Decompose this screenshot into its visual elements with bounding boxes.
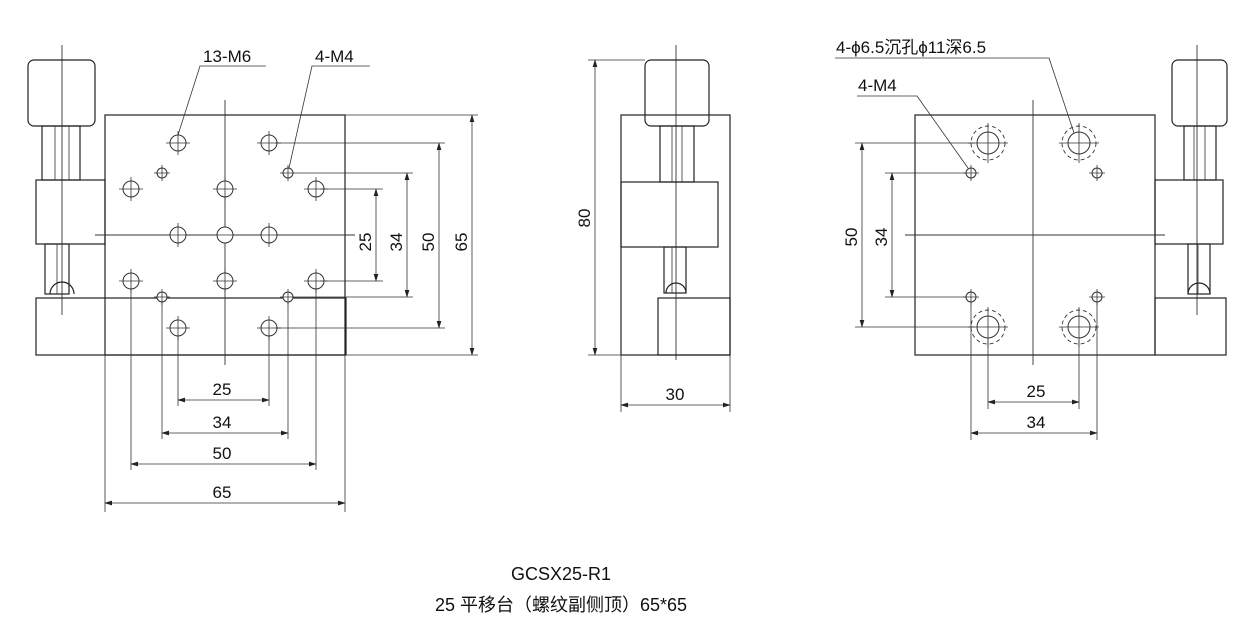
back-vertical-dims: 50 34 <box>842 142 975 328</box>
front-dim-v-50: 50 <box>419 233 438 252</box>
side-dim-width: 30 <box>666 385 685 404</box>
front-dim-h-25: 25 <box>213 380 232 399</box>
front-view: 13-M6 4-M4 25 34 50 65 25 34 50 65 <box>27 45 478 512</box>
side-view: 80 30 <box>575 45 731 412</box>
front-lower-block <box>35 297 347 356</box>
front-holes <box>119 131 328 340</box>
front-vertical-dims: 25 34 50 65 <box>275 114 478 356</box>
front-horizontal-dims: 25 34 50 65 <box>104 289 346 512</box>
product-description: 25 平移台（螺纹副侧顶）65*65 <box>435 595 687 615</box>
back-micrometer-knob <box>1154 45 1228 356</box>
back-counterbore-label: 4-ϕ6.5沉孔ϕ11深6.5 <box>836 38 986 57</box>
front-holes-large-label: 13-M6 <box>203 47 251 66</box>
back-holes-small-label: 4-M4 <box>858 76 897 95</box>
front-micrometer-knob <box>27 45 106 315</box>
side-dim-height: 80 <box>575 209 594 228</box>
front-dim-v-25: 25 <box>356 233 375 252</box>
front-dim-v-65: 65 <box>452 233 471 252</box>
back-dim-v-50: 50 <box>842 228 861 247</box>
side-dims: 80 30 <box>575 59 731 412</box>
front-dim-v-34: 34 <box>387 233 406 252</box>
back-horizontal-dims: 25 34 <box>970 302 1098 440</box>
back-dim-v-34: 34 <box>872 228 891 247</box>
side-knob <box>644 59 710 127</box>
side-body <box>620 114 731 356</box>
back-view: 4-ϕ6.5沉孔ϕ11深6.5 4-M4 50 34 25 34 <box>835 38 1228 440</box>
front-dim-h-50: 50 <box>213 444 232 463</box>
front-dim-h-34: 34 <box>213 413 232 432</box>
front-holes-small-label: 4-M4 <box>315 47 354 66</box>
back-counterbore-holes <box>968 123 1099 347</box>
back-dim-h-34: 34 <box>1027 413 1046 432</box>
back-dim-h-25: 25 <box>1027 382 1046 401</box>
front-dim-h-65: 65 <box>213 483 232 502</box>
model-number: GCSX25-R1 <box>511 564 611 584</box>
